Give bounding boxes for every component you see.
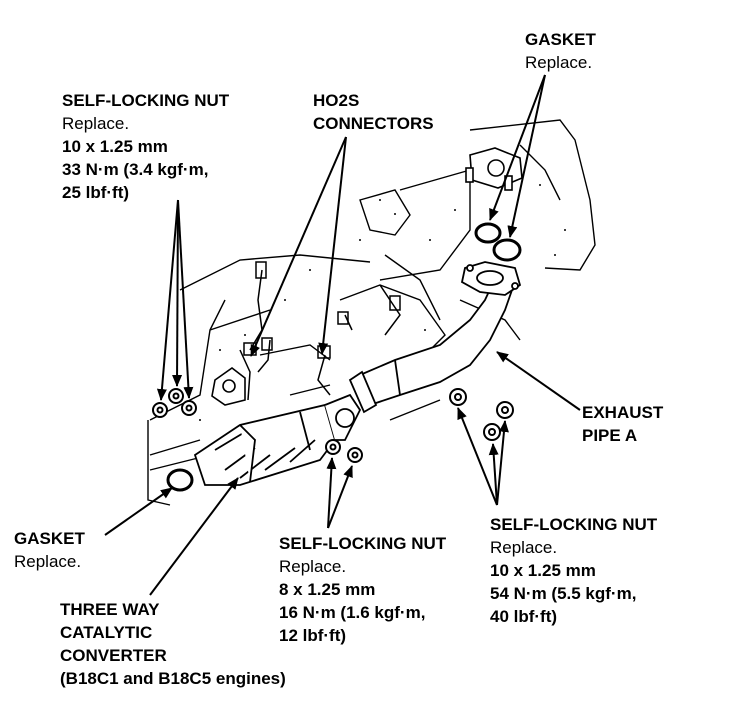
callout-nut-right: SELF-LOCKING NUT Replace. 10 x 1.25 mm 5… [490,513,657,628]
nut-right-torque-a: 54 N·m (5.5 kgf·m, [490,584,637,603]
nut-left-torque-b: 25 lbf·ft) [62,183,130,202]
gasket-ring-upper [474,222,522,262]
callout-leader-lines [104,74,581,596]
nut-left-size: 10 x 1.25 mm [62,137,168,156]
nut-right-title: SELF-LOCKING NUT [490,515,658,534]
ho2s-line1: HO2S [313,91,360,110]
callout-nut-left: SELF-LOCKING NUT Replace. 10 x 1.25 mm 3… [62,89,229,204]
gasket-top-action: Replace. [525,53,593,72]
callout-gasket-left: GASKET Replace. [14,527,85,573]
nut-left-action: Replace. [62,114,130,133]
nut-center-torque-b: 12 lbf·ft) [279,626,347,645]
nut-right-action: Replace. [490,538,558,557]
nut-left-torque-a: 33 N·m (3.4 kgf·m, [62,160,209,179]
nut-right-size: 10 x 1.25 mm [490,561,596,580]
callout-gasket-top: GASKET Replace. [525,28,596,74]
ho2s-wiring [239,261,401,401]
converter-line4: (B18C1 and B18C5 engines) [60,669,286,688]
nut-center-action: Replace. [279,557,347,576]
callout-ho2s-connectors: HO2S CONNECTORS [313,89,434,135]
converter-line1: THREE WAY [60,600,160,619]
converter-line2: CATALYTIC [60,623,153,642]
nut-center-size: 8 x 1.25 mm [279,580,376,599]
exhaust-pipe-line2: PIPE A [582,426,638,445]
nut-left-title: SELF-LOCKING NUT [62,91,230,110]
callout-nut-center: SELF-LOCKING NUT Replace. 8 x 1.25 mm 16… [279,532,446,647]
converter-line3: CONVERTER [60,646,167,665]
callout-exhaust-pipe-a: EXHAUST PIPE A [582,401,663,447]
engine-block-outline [147,119,596,506]
catalytic-converter [193,393,362,486]
callout-catalytic-converter: THREE WAY CATALYTIC CONVERTER (B18C1 and… [60,598,286,690]
nut-right-torque-b: 40 lbf·ft) [490,607,558,626]
gasket-left-action: Replace. [14,552,82,571]
exhaust-pipe-line1: EXHAUST [582,403,664,422]
nut-center-title: SELF-LOCKING NUT [279,534,447,553]
gasket-ring-left [166,468,194,492]
exhaust-manifold-flange [465,147,523,191]
exhaust-pipe-a [348,261,522,414]
ho2s-line2: CONNECTORS [313,114,434,133]
manifold-flange [211,367,246,406]
gasket-top-title: GASKET [525,30,596,49]
gasket-left-title: GASKET [14,529,85,548]
nut-center-torque-a: 16 N·m (1.6 kgf·m, [279,603,426,622]
self-locking-nuts [152,388,514,463]
